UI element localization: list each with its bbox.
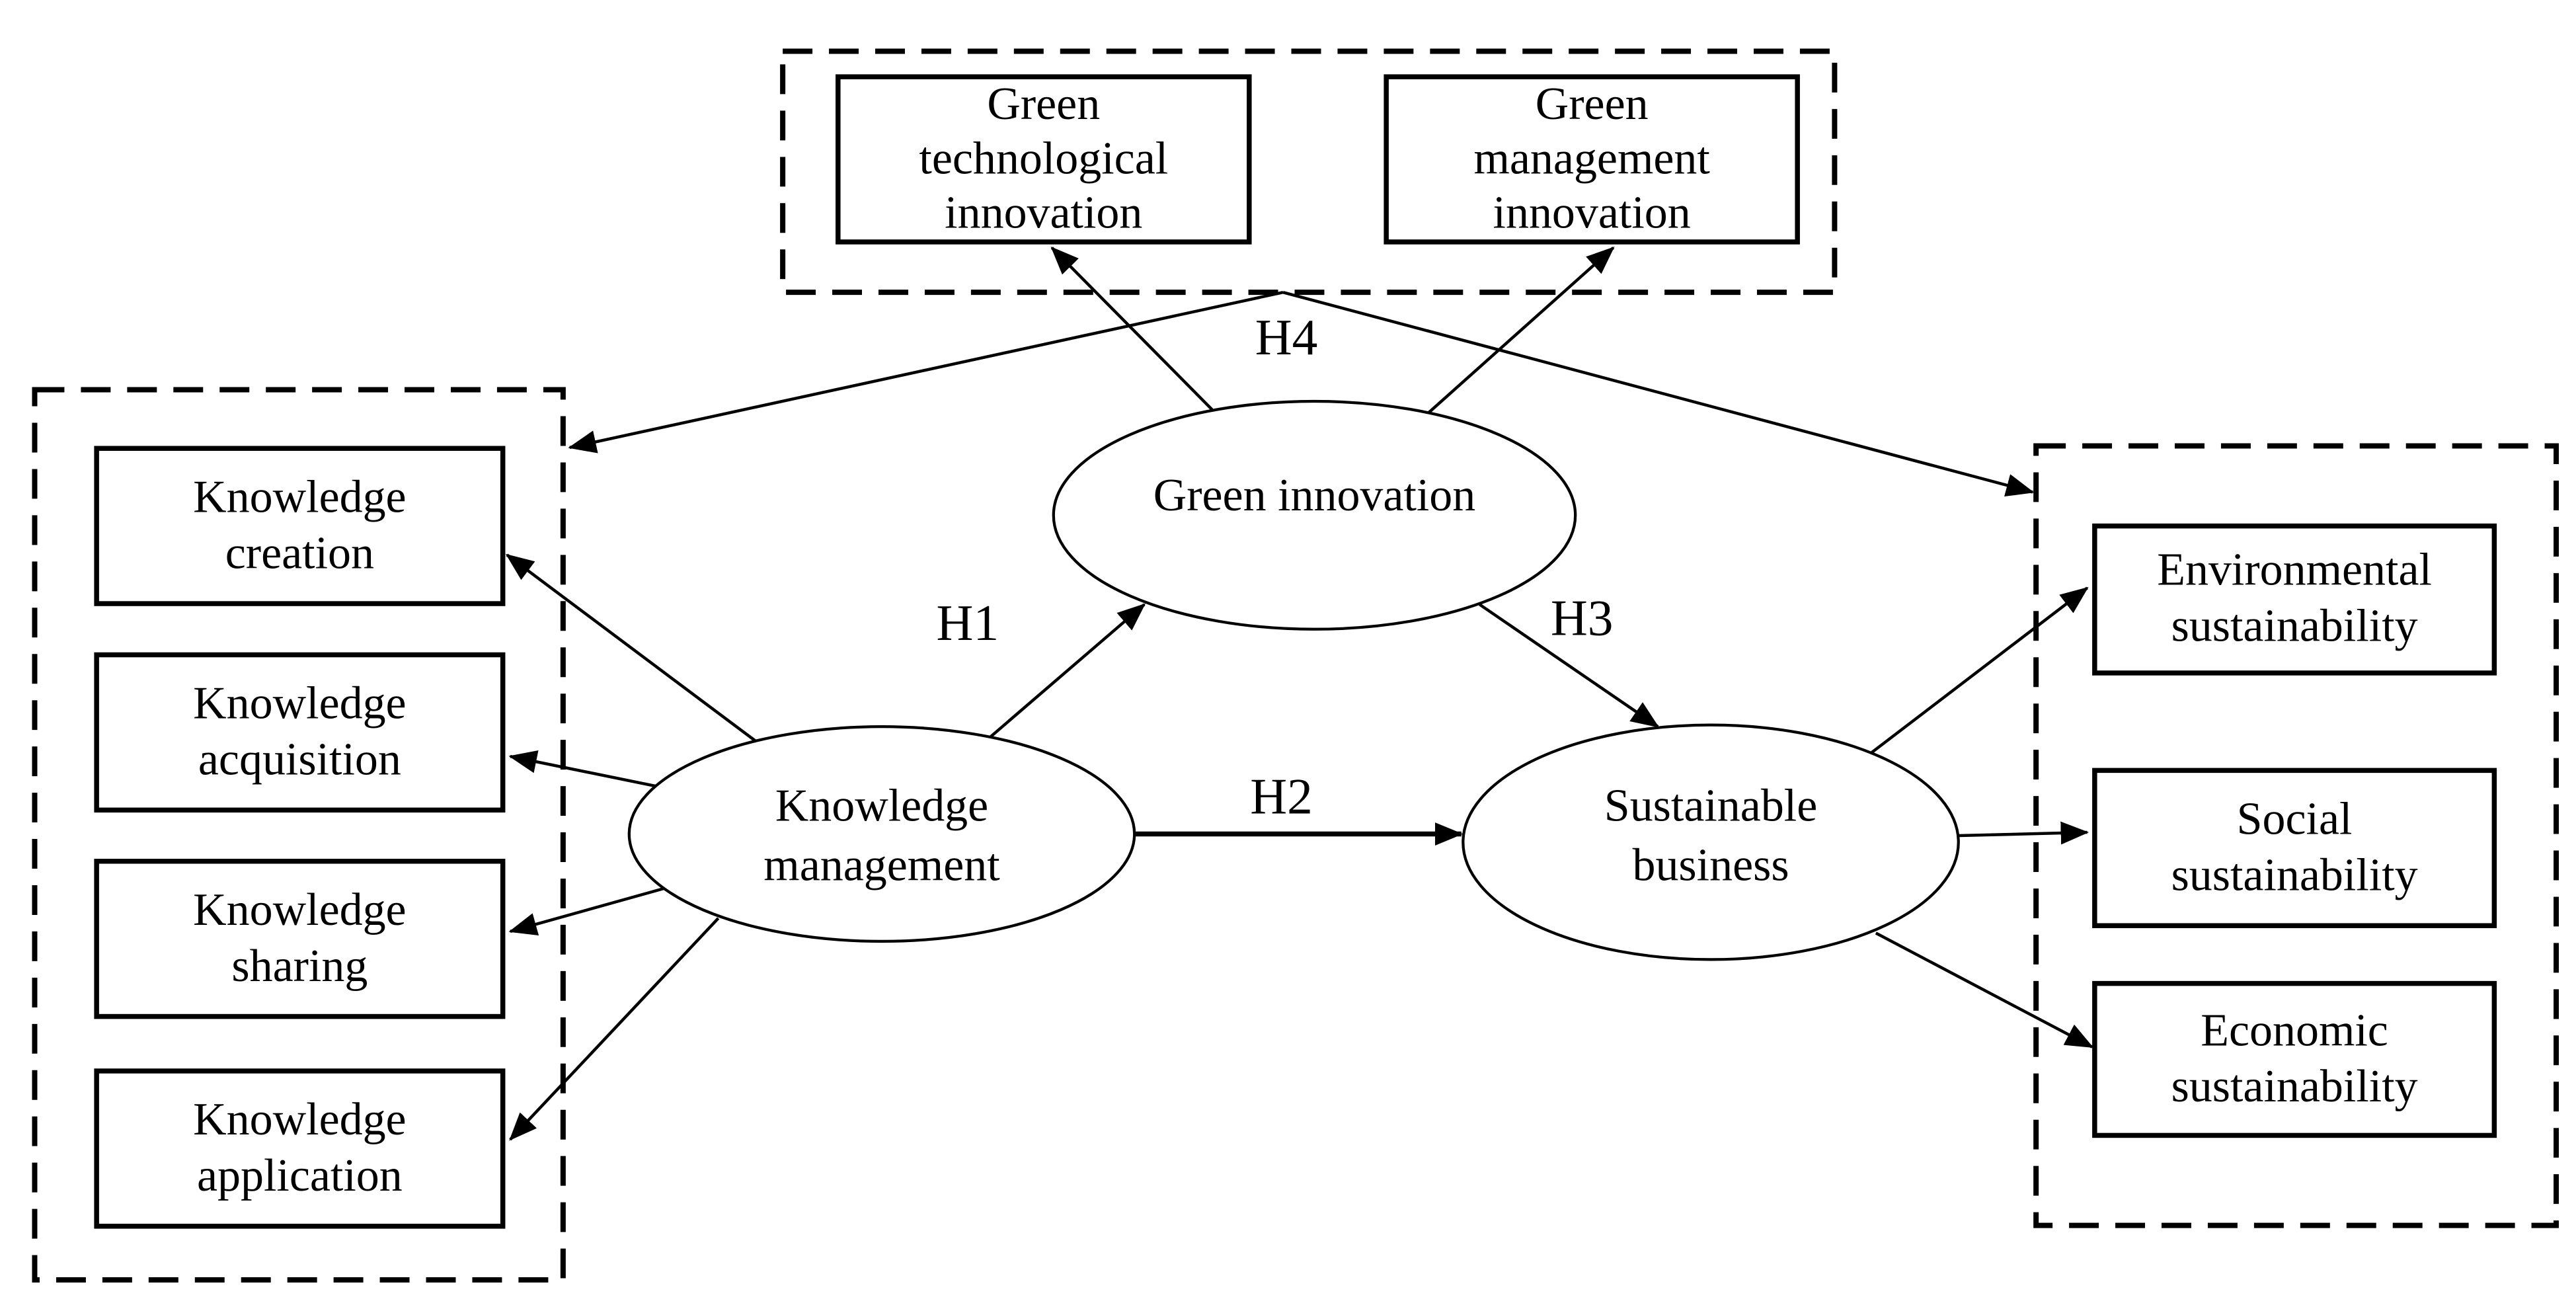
- green-technological-innovation-label: Green technological innovation: [919, 79, 1169, 240]
- green-innovation-label: Green innovation: [1153, 470, 1476, 522]
- arrow-sb-to-environmental-sustainability: [1869, 586, 2089, 754]
- economic-sustainability-label: Economic sustainability: [2171, 1005, 2418, 1113]
- arrow-h3: [1479, 603, 1660, 729]
- social-sustainability-box: Social sustainability: [2092, 768, 2497, 928]
- knowledge-sharing-label: Knowledge sharing: [193, 884, 407, 992]
- knowledge-creation-label: Knowledge creation: [193, 471, 407, 579]
- environmental-sustainability-label: Environmental sustainability: [2157, 545, 2432, 652]
- knowledge-creation-box: Knowledge creation: [94, 446, 506, 606]
- hypothesis-h2-label: H2: [1250, 767, 1313, 825]
- economic-sustainability-box: Economic sustainability: [2092, 980, 2497, 1138]
- arrow-h4-left-arm: [568, 290, 1284, 454]
- arrow-gi-to-green-technological-innovation: [1050, 246, 1214, 411]
- social-sustainability-label: Social sustainability: [2171, 793, 2418, 901]
- knowledge-application-label: Knowledge application: [193, 1093, 407, 1202]
- hypothesis-h4-label: H4: [1255, 307, 1318, 366]
- green-management-innovation-label: Green management innovation: [1473, 79, 1710, 240]
- green-innovation-dimensions-frame: [780, 48, 1838, 296]
- green-technological-innovation-box: Green technological innovation: [836, 74, 1252, 245]
- arrow-km-to-knowledge-acquisition: [508, 750, 656, 788]
- arrow-gi-to-green-management-innovation: [1427, 247, 1615, 415]
- knowledge-sharing-box: Knowledge sharing: [94, 859, 506, 1019]
- knowledge-acquisition-label: Knowledge acquisition: [193, 678, 407, 785]
- arrow-sb-to-social-sustainability: [1958, 821, 2089, 845]
- green-management-innovation-box: Green management innovation: [1384, 74, 1800, 245]
- hypothesis-h3-label: H3: [1550, 588, 1614, 647]
- arrow-km-to-knowledge-creation: [505, 553, 758, 743]
- sustainable-business-label: Sustainable business: [1604, 781, 1818, 892]
- environmental-sustainability-box: Environmental sustainability: [2092, 523, 2497, 676]
- knowledge-acquisition-box: Knowledge acquisition: [94, 652, 506, 813]
- knowledge-management-label: Knowledge management: [763, 781, 1000, 892]
- knowledge-management-dimensions-frame: [32, 387, 566, 1283]
- sustainability-dimensions-frame: [2033, 443, 2559, 1228]
- knowledge-application-box: Knowledge application: [94, 1068, 506, 1229]
- arrow-km-to-knowledge-application: [509, 917, 720, 1141]
- arrow-km-to-knowledge-sharing: [508, 887, 664, 936]
- sustainable-business-ellipse: [1462, 723, 1960, 961]
- arrow-h4-right-arm: [1282, 290, 2035, 497]
- arrow-sb-to-economic-sustainability: [1875, 931, 2094, 1048]
- arrow-h1: [990, 603, 1146, 738]
- hypothesis-h1-label: H1: [936, 594, 999, 652]
- green-innovation-ellipse: [1052, 399, 1577, 631]
